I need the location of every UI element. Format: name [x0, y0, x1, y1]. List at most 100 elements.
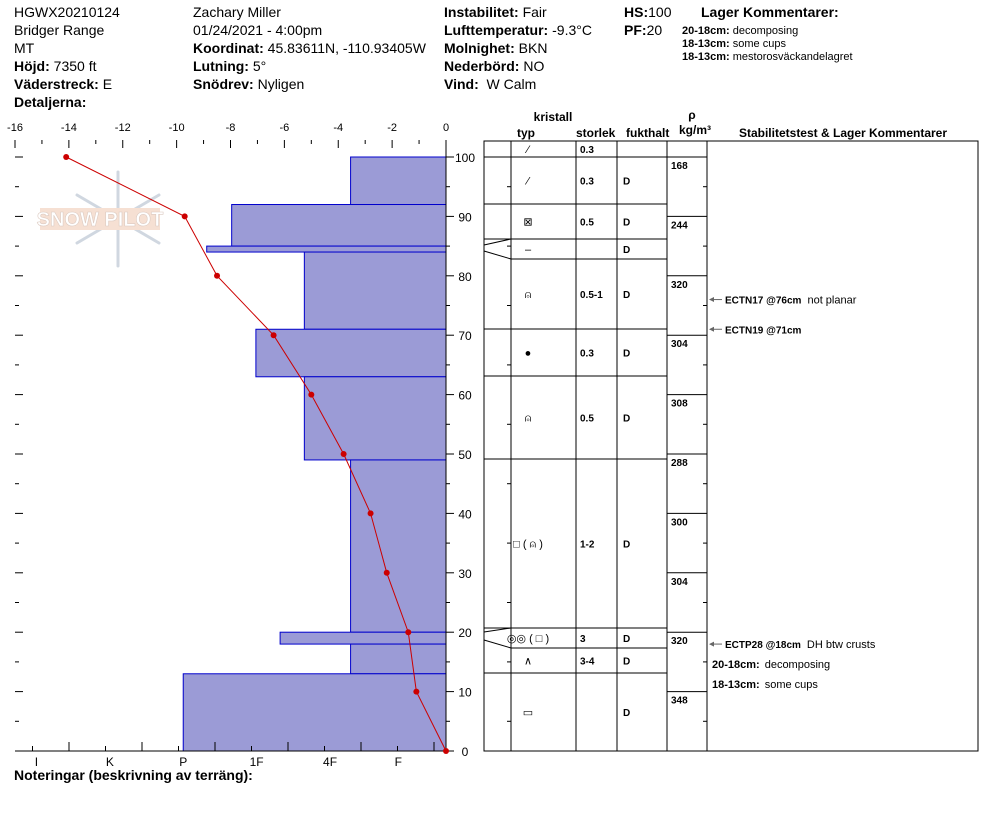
- hardness-tick-label: F: [395, 755, 402, 769]
- lufttemp: -9.3°C: [552, 22, 592, 38]
- temperature-point: [413, 688, 420, 695]
- arrow-head-icon: [709, 297, 714, 303]
- range: Bridger Range: [14, 22, 105, 38]
- vaderstreck: E: [102, 76, 113, 92]
- crystal-type: ▭: [523, 707, 533, 719]
- observer: Zachary Miller: [193, 4, 281, 20]
- test-comment: DH btw crusts: [807, 639, 876, 651]
- temp-tick-label: -14: [61, 122, 77, 134]
- temp-tick-label: -16: [7, 122, 23, 134]
- density-value: 300: [671, 517, 688, 528]
- moisture: D: [623, 349, 630, 360]
- koordinat-label: Koordinat:: [193, 40, 264, 56]
- table-frame: [483, 140, 979, 752]
- temp-tick-label: -6: [279, 122, 289, 134]
- hs: 100: [648, 4, 672, 20]
- crystal-type: ⁄: [524, 176, 531, 188]
- test-comment: not planar: [807, 295, 856, 307]
- depth-tick-label: 10: [458, 686, 472, 700]
- nederbord-label: Nederbörd:: [444, 58, 520, 74]
- density-value: 168: [671, 161, 688, 172]
- depth-tick-label: 40: [458, 507, 472, 521]
- stability-test: ECTN19 @71cm: [725, 325, 802, 336]
- header-typ: typ: [517, 126, 535, 140]
- temperature-point: [383, 569, 390, 576]
- molnighet-label: Molnighet:: [444, 40, 515, 56]
- logo-text: SNOW PILOT: [37, 209, 164, 231]
- hardness-bar: [303, 251, 447, 330]
- hardness-tick-label: 4F: [323, 755, 337, 769]
- hardness-bar: [206, 245, 447, 253]
- lutning-label: Lutning:: [193, 58, 249, 74]
- comment-range: 18-13cm:: [712, 679, 760, 691]
- hojd-label: Höjd:: [14, 58, 50, 74]
- crystal-type: ⁄: [524, 144, 531, 156]
- header-kristall: kristall: [534, 110, 573, 124]
- depth-tick-label: 20: [458, 626, 472, 640]
- density-value: 348: [671, 696, 688, 707]
- temp-tick-label: -10: [169, 122, 185, 134]
- depth-connector: [483, 627, 512, 633]
- stability-test: ECTP28 @18cm DH btw crusts: [725, 639, 876, 651]
- logo-banner: [40, 208, 160, 230]
- crystal-type: ∧: [524, 656, 532, 668]
- crystal-type: □ ( ⍝ ): [513, 539, 543, 551]
- hardness-bar: [350, 459, 447, 633]
- depth-tick-label: 70: [458, 329, 472, 343]
- moisture: D: [623, 218, 630, 229]
- notes-label: Noteringar (beskrivning av terräng):: [14, 767, 253, 783]
- temp-tick-label: -4: [333, 122, 343, 134]
- moisture: D: [623, 540, 630, 551]
- test-code: ECTP28 @18cm: [725, 640, 801, 651]
- density-value: 308: [671, 399, 688, 410]
- moisture: D: [623, 245, 630, 256]
- lager-text: decomposing: [732, 25, 799, 37]
- comment-text: some cups: [765, 679, 819, 691]
- density-value: 244: [671, 220, 688, 231]
- temperature-point: [367, 510, 374, 517]
- hardness-bar: [182, 673, 447, 752]
- depth-tick-label: 80: [458, 270, 472, 284]
- temperature-point: [308, 391, 315, 398]
- lufttemp-label: Lufttemperatur:: [444, 22, 549, 38]
- test-code: ECTN17 @76cm: [725, 296, 802, 307]
- crystal-size: 0.5-1: [580, 290, 603, 301]
- moisture: D: [623, 290, 630, 301]
- depth-tick-label: 90: [458, 210, 472, 224]
- arrow-head-icon: [709, 641, 714, 647]
- pf-label: PF:: [624, 22, 647, 38]
- crystal-type: ⍝: [525, 413, 532, 425]
- crystal-size: 0.3: [580, 349, 594, 360]
- crystal-size: 0.3: [580, 177, 594, 188]
- profile-id: HGWX20210124: [14, 4, 120, 20]
- header-fukthalt: fukthalt: [626, 126, 669, 140]
- pf: 20: [646, 22, 663, 38]
- snow-pilot-logo: SNOW PILOT: [36, 170, 164, 268]
- crystal-size: 0.5: [580, 218, 594, 229]
- moisture: D: [623, 177, 630, 188]
- vind: W Calm: [486, 76, 537, 92]
- vind-label: Vind:: [444, 76, 479, 92]
- test-code: ECTN19 @71cm: [725, 325, 802, 336]
- moisture: D: [623, 708, 630, 719]
- temperature-point: [181, 213, 188, 220]
- lutning: 5°: [252, 58, 267, 74]
- hardness-tick-label: I: [35, 755, 38, 769]
- depth-tick-label: 50: [458, 448, 472, 462]
- lager-title: Lager Kommentarer:: [701, 4, 839, 20]
- hardness-bar: [350, 643, 447, 675]
- datetime: 01/24/2021 - 4:00pm: [193, 22, 323, 38]
- temp-tick-label: -8: [226, 122, 236, 134]
- hardness-tick-label: P: [179, 755, 187, 769]
- layer-comment: 20-18cm:decomposing: [712, 659, 830, 671]
- vaderstreck-label: Väderstreck:: [14, 76, 99, 92]
- crystal-size: 1-2: [580, 540, 595, 551]
- header-storlek: storlek: [576, 126, 616, 140]
- lager-range: 18-13cm:: [682, 51, 730, 63]
- instabilitet: Fair: [522, 4, 547, 20]
- density-value: 288: [671, 458, 688, 469]
- header-density-unit: kg/m³: [679, 123, 711, 137]
- crystal-type: –: [525, 244, 532, 256]
- lager-text: mestorosväckandelagret: [732, 51, 853, 63]
